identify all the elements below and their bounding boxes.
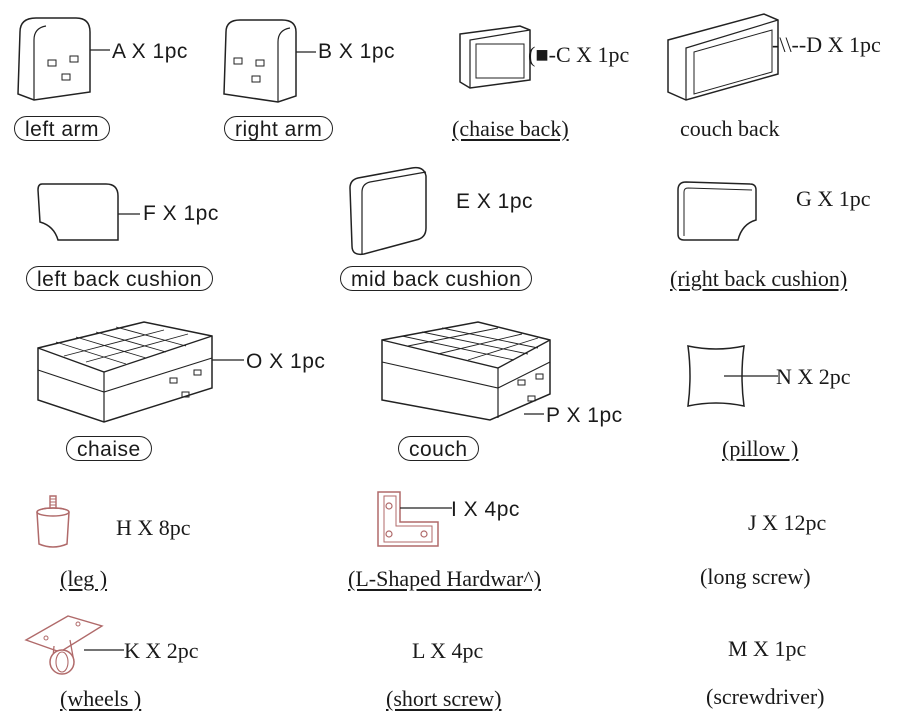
part-code-p: P X 1pc [546,404,623,427]
part-code-j: J X 12pc [748,510,827,535]
leg-drawing [34,494,74,550]
part-code-l: L X 4pc [412,638,484,663]
chaise-drawing [34,318,214,424]
part-label-left-arm: left arm [14,116,111,141]
part-code-h: H X 8pc [116,515,191,540]
part-code-c: (■-C X 1pc [528,42,630,67]
part-code-f: F X 1pc [143,202,219,225]
mid-back-cushion-drawing [346,166,430,258]
part-label-couch: couch [398,436,479,461]
couch-back-drawing [664,10,784,102]
part-label-mid-back-cushion: mid back cushion [340,266,533,291]
right-arm-drawing [222,18,302,102]
part-code-a: A X 1pc [112,40,188,63]
part-label-chaise-back: (chaise back) [452,116,569,141]
part-label-couch-back: couch back [680,116,780,141]
part-label-left-back-cushion: left back cushion [26,266,213,291]
part-label-wheels: (wheels ) [60,686,142,711]
part-label-l-shaped-hardware: (L-Shaped Hardwar^) [348,566,541,591]
part-label-right-back-cushion: (right back cushion) [670,266,848,291]
part-code-k: K X 2pc [124,638,199,663]
part-label-pillow: (pillow ) [722,436,799,461]
part-label-right-arm: right arm [224,116,334,141]
part-code-n: N X 2pc [776,364,851,389]
part-code-m: M X 1pc [728,636,807,661]
part-label-short-screw: (short screw) [386,686,502,711]
part-code-e: E X 1pc [456,190,534,213]
part-label-leg: (leg ) [60,566,108,591]
right-back-cushion-drawing [676,180,760,244]
part-code-b: B X 1pc [318,40,396,63]
left-back-cushion-drawing [34,182,124,244]
part-label-chaise: chaise [66,436,152,461]
part-label-long-screw: (long screw) [700,564,811,589]
left-arm-drawing [14,14,94,102]
pillow-drawing [684,342,784,410]
chaise-back-drawing [456,22,536,92]
wheel-caster-drawing [24,614,128,676]
part-label-screwdriver: (screwdriver) [706,684,825,709]
couch-drawing [378,318,554,424]
part-code-d: -\\--D X 1pc [772,32,881,57]
part-code-o: O X 1pc [246,350,326,373]
l-shaped-hardware-drawing [374,488,454,550]
part-code-i: I X 4pc [451,498,520,521]
part-code-g: G X 1pc [796,186,871,211]
